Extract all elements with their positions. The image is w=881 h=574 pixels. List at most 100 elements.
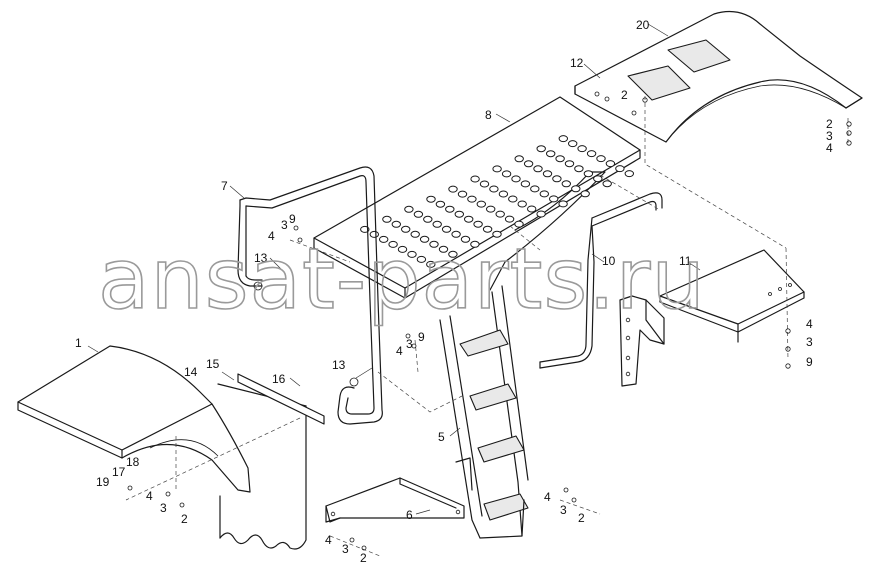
platform-hole bbox=[542, 170, 553, 178]
handrail-part-7 bbox=[237, 166, 383, 425]
label-9: 9 bbox=[418, 330, 425, 344]
platform-hole bbox=[546, 150, 556, 158]
platform-hole bbox=[536, 145, 546, 153]
platform-hole bbox=[473, 220, 483, 228]
platform-hole bbox=[379, 235, 389, 243]
platform-hole bbox=[501, 170, 512, 178]
platform-hole bbox=[445, 205, 455, 213]
vertical-bracket bbox=[619, 295, 665, 387]
platform-hole bbox=[561, 180, 571, 188]
mudguard-part-1 bbox=[17, 345, 251, 493]
label-10: 10 bbox=[602, 254, 616, 268]
platform-hole bbox=[615, 165, 625, 173]
platform-hole bbox=[413, 210, 424, 218]
label-4: 4 bbox=[544, 490, 551, 504]
label-16: 16 bbox=[272, 372, 286, 386]
platform-part-8 bbox=[313, 96, 641, 299]
fender-pad-upper bbox=[667, 39, 731, 73]
platform-hole bbox=[605, 160, 616, 168]
label-2: 2 bbox=[621, 88, 628, 102]
platform-hole bbox=[568, 140, 578, 148]
platform-hole bbox=[498, 190, 509, 198]
label-4: 4 bbox=[806, 317, 813, 331]
platform-hole bbox=[523, 160, 534, 168]
platform-hole bbox=[397, 245, 408, 253]
platform-hole bbox=[451, 230, 461, 238]
platform-hole bbox=[539, 190, 549, 198]
platform-hole bbox=[492, 165, 502, 173]
platform-hole bbox=[388, 240, 398, 248]
label-9: 9 bbox=[806, 355, 813, 369]
platform-hole bbox=[492, 230, 502, 238]
platform-hole bbox=[555, 155, 565, 163]
platform-hole bbox=[457, 190, 468, 198]
label-3: 3 bbox=[406, 337, 413, 351]
label-4: 4 bbox=[325, 533, 332, 547]
platform-hole bbox=[423, 215, 433, 223]
step-plate-part-11 bbox=[659, 249, 805, 343]
platform-hole bbox=[527, 205, 537, 213]
platform-hole bbox=[410, 230, 420, 238]
label-3: 3 bbox=[281, 218, 288, 232]
platform-hole bbox=[533, 165, 543, 173]
fender-pad-lower bbox=[627, 65, 691, 101]
platform-hole bbox=[460, 235, 471, 243]
platform-hole bbox=[580, 190, 590, 198]
leader-lines bbox=[87, 23, 701, 515]
platform-hole bbox=[624, 170, 634, 178]
ladder-part-5 bbox=[439, 285, 529, 539]
label-11: 11 bbox=[679, 254, 692, 268]
label-20: 20 bbox=[636, 18, 650, 32]
platform-hole bbox=[530, 185, 540, 193]
platform-hole bbox=[593, 175, 603, 183]
label-15: 15 bbox=[206, 357, 220, 371]
label-4: 4 bbox=[146, 489, 153, 503]
label-3: 3 bbox=[806, 335, 813, 349]
platform-hole bbox=[470, 240, 480, 248]
platform-hole bbox=[514, 220, 524, 228]
assembly-lines bbox=[125, 96, 849, 557]
platform-hole bbox=[508, 195, 518, 203]
platform-hole bbox=[391, 220, 401, 228]
platform-hole bbox=[558, 135, 568, 143]
label-6: 6 bbox=[406, 508, 413, 522]
platform-holes bbox=[360, 135, 634, 268]
bracket-part-10 bbox=[539, 192, 663, 369]
fasteners bbox=[127, 97, 852, 551]
platform-hole bbox=[552, 175, 562, 183]
platform-hole bbox=[448, 250, 458, 258]
platform-hole bbox=[435, 200, 446, 208]
platform-hole bbox=[583, 170, 594, 178]
platform-hole bbox=[517, 200, 527, 208]
label-3: 3 bbox=[160, 501, 167, 515]
label-4: 4 bbox=[268, 229, 275, 243]
label-4: 4 bbox=[826, 141, 833, 155]
strip-part-15 bbox=[237, 373, 325, 425]
platform-hole bbox=[429, 240, 439, 248]
platform-hole bbox=[571, 185, 581, 193]
platform-hole bbox=[577, 145, 587, 153]
label-1: 1 bbox=[75, 336, 82, 350]
platform-hole bbox=[482, 225, 493, 233]
platform-hole bbox=[504, 215, 515, 223]
support-bracket-part-6 bbox=[325, 477, 465, 523]
part-number-labels: 1 20 12 2 2 3 4 8 7 3 9 4 13 10 11 4 3 9… bbox=[75, 18, 833, 565]
label-14: 14 bbox=[184, 365, 198, 379]
platform-hole bbox=[360, 225, 370, 233]
label-2: 2 bbox=[826, 117, 833, 131]
platform-hole bbox=[419, 235, 430, 243]
platform-hole bbox=[407, 250, 417, 258]
platform-hole bbox=[479, 180, 490, 188]
top-fender-part-20 bbox=[574, 11, 863, 143]
label-9: 9 bbox=[289, 212, 296, 226]
label-3: 3 bbox=[342, 542, 349, 556]
label-13: 13 bbox=[254, 251, 268, 265]
label-13: 13 bbox=[332, 358, 346, 372]
platform-hole bbox=[602, 180, 612, 188]
platform-hole bbox=[520, 180, 531, 188]
platform-hole bbox=[426, 195, 436, 203]
platform-hole bbox=[536, 210, 546, 218]
platform-hole bbox=[416, 255, 427, 263]
